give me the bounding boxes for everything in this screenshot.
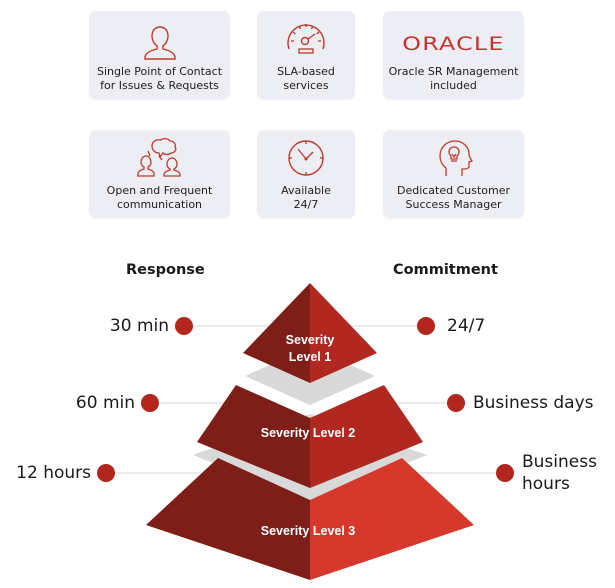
level-3-label: Severity Level 3 [261, 524, 356, 538]
level-2-commitment: Business days [473, 393, 594, 413]
dot-level-1-commitment [417, 317, 435, 335]
commitment-heading: Commitment [393, 262, 498, 278]
level-3-response: 12 hours [16, 463, 91, 483]
feature-label: Available 24/7 [281, 184, 331, 211]
level-1-label-line1: Severity [286, 333, 335, 347]
feature-card-single-point-of-contact: Single Point of Contact for Issues & Req… [89, 11, 230, 99]
feature-label: SLA-based services [277, 65, 335, 92]
feature-card-customer-success: Dedicated Customer Success Manager [383, 130, 524, 218]
pyramid-level-2 [197, 385, 423, 488]
dot-level-2-response [141, 394, 159, 412]
feature-card-sla: SLA-based services [257, 11, 355, 99]
speedometer-icon [287, 24, 325, 54]
pyramid-level-1 [243, 283, 377, 383]
level-1-commitment: 24/7 [447, 316, 486, 336]
feature-label: Dedicated Customer Success Manager [396, 184, 511, 211]
conversation-icon [136, 137, 181, 177]
feature-label: Open and Frequent communication [106, 184, 213, 211]
oracle-logo: ORACLE [402, 33, 505, 55]
dot-level-1-response [175, 317, 193, 335]
level-2-response: 60 min [75, 393, 135, 413]
feature-card-communication: Open and Frequent communication [89, 130, 230, 218]
head-lightbulb-icon [438, 140, 473, 176]
dot-level-3-response [97, 464, 115, 482]
feature-card-oracle: ORACLE Oracle SR Management included [383, 11, 524, 99]
level-1-label-line2: Level 1 [289, 350, 331, 364]
feature-card-availability: Available 24/7 [257, 130, 355, 218]
level-1-response: 30 min [109, 316, 169, 336]
level-3-commitment: Business hours [522, 452, 597, 494]
clock-icon [288, 140, 324, 176]
feature-label: Oracle SR Management included [388, 65, 519, 92]
person-icon [143, 26, 176, 60]
pyramid-level-3 [146, 458, 474, 580]
dot-level-2-commitment [447, 394, 465, 412]
level-2-label: Severity Level 2 [261, 426, 356, 440]
feature-label: Single Point of Contact for Issues & Req… [96, 65, 223, 92]
dot-level-3-commitment [496, 464, 514, 482]
response-heading: Response [126, 262, 205, 278]
